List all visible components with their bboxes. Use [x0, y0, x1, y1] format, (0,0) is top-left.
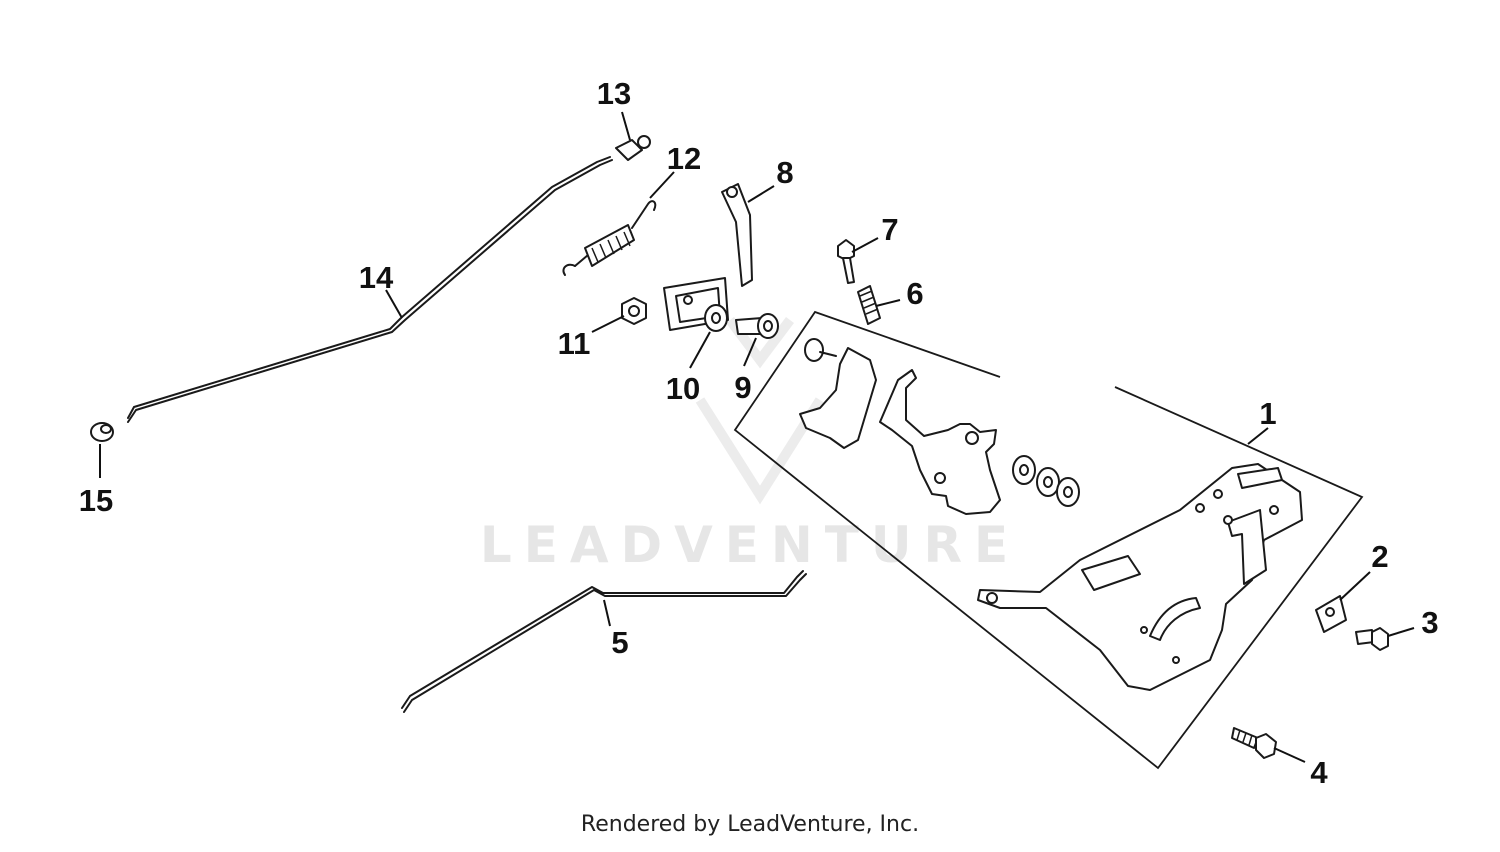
callout-7[interactable]: 7: [881, 212, 898, 247]
callouts: 1 2 3 4 5 6 7 8 9 10 11 12 13 14 15: [79, 76, 1439, 790]
part-6-spring: [857, 285, 881, 325]
watermark: LEADVENTURE: [480, 317, 1020, 574]
part-13-clip: [615, 135, 651, 161]
callout-3[interactable]: 3: [1421, 605, 1438, 640]
watermark-text: LEADVENTURE: [480, 516, 1020, 574]
part-2-clip: [1315, 595, 1347, 633]
part-12-spring: [562, 200, 657, 276]
callout-12[interactable]: 12: [667, 141, 701, 176]
part-10-washer: [704, 304, 728, 332]
callout-4[interactable]: 4: [1310, 755, 1328, 790]
part-9-bolt: [735, 313, 779, 339]
callout-14[interactable]: 14: [359, 260, 394, 295]
callout-5[interactable]: 5: [611, 625, 628, 660]
callout-1[interactable]: 1: [1259, 396, 1276, 431]
washer-stack: [1012, 455, 1080, 507]
callout-2[interactable]: 2: [1371, 539, 1388, 574]
part-5-rod: [401, 570, 807, 713]
part-3-bolt: [1355, 627, 1389, 651]
part-4-bolt: [1231, 727, 1277, 759]
callout-9[interactable]: 9: [734, 370, 751, 405]
callout-15[interactable]: 15: [79, 483, 113, 518]
callout-8[interactable]: 8: [776, 155, 793, 190]
footer-credit: Rendered by LeadVenture, Inc.: [580, 812, 920, 837]
part-8-bracket: [663, 183, 753, 331]
leader-lines: [99, 111, 1415, 763]
assembly-outline: [733, 310, 1364, 770]
callout-11[interactable]: 11: [558, 326, 591, 361]
callout-13[interactable]: 13: [597, 76, 631, 111]
leadventure-logo-icon: [695, 317, 825, 505]
inner-assembly: [799, 338, 1080, 515]
callout-6[interactable]: 6: [906, 276, 923, 311]
callout-10[interactable]: 10: [666, 371, 700, 406]
part-15-ferrule: [90, 422, 114, 442]
part-7-screw: [837, 239, 855, 284]
part-11-nut: [621, 297, 647, 325]
part-1-plate: [977, 463, 1303, 691]
